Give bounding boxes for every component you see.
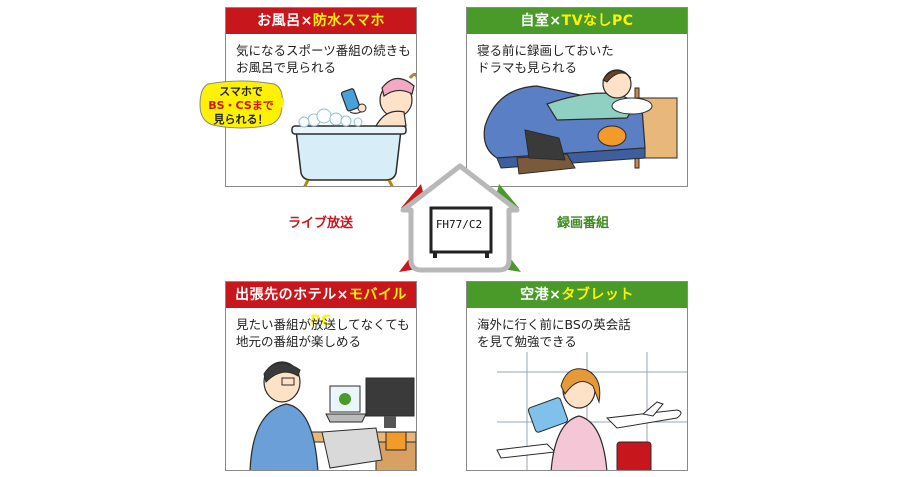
hotel-desc-line2: 地元の番組が楽しめる xyxy=(236,334,362,349)
live-broadcast-label: ライブ放送 xyxy=(288,216,354,231)
bath-desc-line2: お風呂で見られる xyxy=(236,60,337,75)
airport-title-times: × xyxy=(549,287,562,303)
tv-device-icon xyxy=(429,206,493,254)
panel-bath-description: 気になるスポーツ番組の続きも お風呂で見られる xyxy=(236,42,411,76)
bath-title-times: × xyxy=(300,13,313,29)
airport-desc-line2: を見て勉強できる xyxy=(477,334,577,349)
airport-desc-line1: 海外に行く前にBSの英会話 xyxy=(477,317,631,332)
panel-hotel-description: 見たい番組が放送してなくても 地元の番組が楽しめる xyxy=(236,316,410,350)
bath-title-device: 防水スマホ xyxy=(312,13,385,29)
home-desc-line1: 寝る前に録画しておいた xyxy=(477,43,614,58)
home-title-device: TVなしPC xyxy=(561,13,634,29)
panel-hotel-title: 出張先のホテル×モバイルPC xyxy=(226,282,416,329)
hotel-desc-line1: 見たい番組が放送してなくても xyxy=(236,317,410,332)
panel-home-description: 寝る前に録画しておいた ドラマも見られる xyxy=(477,42,614,76)
speech-bubble-shape xyxy=(199,80,284,129)
bath-illustration xyxy=(291,72,416,186)
bubble-line3: 見られる！ xyxy=(213,113,269,126)
panel-bath: お風呂×防水スマホ 気になるスポーツ番組の続きも お風呂で見られる xyxy=(225,7,417,187)
panel-airport: 空港×タブレット 海外に行く前にBSの英会話 を見て勉強できる xyxy=(466,281,688,471)
bubble-line2: BS・CSまで xyxy=(208,99,274,112)
home-illustration xyxy=(483,69,678,175)
panel-home: 自室×TVなしPC 寝る前に録画しておいた ドラマも見られる xyxy=(466,7,688,187)
panel-hotel: 出張先のホテル×モバイルPC 見たい番組が放送してなくても 地元の番組が楽しめる xyxy=(225,281,417,471)
house-diagram xyxy=(399,163,521,273)
airport-title-device: タブレット xyxy=(561,287,634,303)
bath-title-place: お風呂 xyxy=(257,13,301,29)
hotel-title-place: 出張先のホテル xyxy=(235,287,337,303)
bubble-line1: スマホで xyxy=(219,85,263,98)
bath-desc-line1: 気になるスポーツ番組の続きも xyxy=(236,43,411,58)
speech-bubble-text: スマホで BS・CSまで 見られる！ xyxy=(198,80,284,127)
device-model-label: FH77/C2 xyxy=(435,218,483,231)
panel-bath-title: お風呂×防水スマホ xyxy=(226,8,416,34)
home-title-times: × xyxy=(549,13,562,29)
panel-home-title: 自室×TVなしPC xyxy=(467,8,687,34)
hotel-title-device: モバイルPC xyxy=(310,287,407,329)
home-title-place: 自室 xyxy=(520,13,550,29)
airport-illustration xyxy=(496,352,687,470)
airport-title-place: 空港 xyxy=(520,287,550,303)
home-desc-line2: ドラマも見られる xyxy=(477,60,578,75)
speech-bubble: スマホで BS・CSまで 見られる！ xyxy=(198,80,284,130)
hotel-illustration xyxy=(249,361,416,470)
panel-airport-title: 空港×タブレット xyxy=(467,282,687,308)
hotel-title-times: × xyxy=(336,287,349,303)
recorded-program-label: 録画番組 xyxy=(557,216,610,231)
panel-airport-description: 海外に行く前にBSの英会話 を見て勉強できる xyxy=(477,316,631,350)
